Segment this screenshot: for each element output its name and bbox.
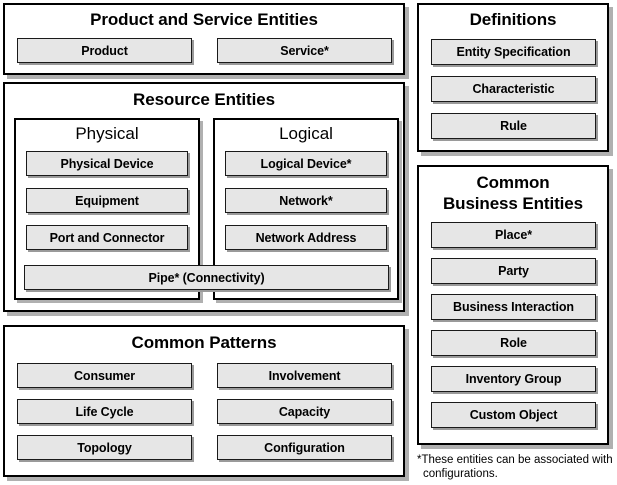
entity-configuration[interactable]: Configuration: [217, 435, 392, 460]
entity-rule[interactable]: Rule: [431, 113, 596, 139]
entity-port-and-connector[interactable]: Port and Connector: [26, 225, 188, 250]
entity-entity-specification[interactable]: Entity Specification: [431, 39, 596, 65]
entity-service[interactable]: Service*: [217, 38, 392, 63]
subpanel-title-logical: Logical: [279, 124, 333, 143]
panel-common-business-entities: Common Business Entities Place* Party Bu…: [417, 165, 609, 445]
entity-topology[interactable]: Topology: [17, 435, 192, 460]
panel-title-product-and-service: Product and Service Entities: [90, 10, 318, 29]
entity-inventory-group[interactable]: Inventory Group: [431, 366, 596, 392]
entity-network-address[interactable]: Network Address: [225, 225, 387, 250]
entity-role[interactable]: Role: [431, 330, 596, 356]
entity-capacity[interactable]: Capacity: [217, 399, 392, 424]
entity-involvement[interactable]: Involvement: [217, 363, 392, 388]
panel-title-resource-entities: Resource Entities: [133, 90, 275, 109]
panel-common-patterns: Common Patterns Consumer Life Cycle Topo…: [3, 325, 405, 477]
entity-custom-object[interactable]: Custom Object: [431, 402, 596, 428]
entity-life-cycle[interactable]: Life Cycle: [17, 399, 192, 424]
panel-title-common-patterns: Common Patterns: [131, 333, 277, 352]
entity-logical-device[interactable]: Logical Device*: [225, 151, 387, 176]
panel-product-and-service-entities: Product and Service Entities Product Ser…: [3, 3, 405, 75]
subpanel-title-physical: Physical: [75, 124, 139, 143]
panel-title-common-business-entities-line1: Common: [476, 173, 550, 192]
panel-title-common-business-entities-line2: Business Entities: [442, 194, 583, 213]
entity-business-interaction[interactable]: Business Interaction: [431, 294, 596, 320]
entity-physical-device[interactable]: Physical Device: [26, 151, 188, 176]
entity-place[interactable]: Place*: [431, 222, 596, 248]
panel-title-definitions: Definitions: [469, 10, 557, 29]
entity-product[interactable]: Product: [17, 38, 192, 63]
panel-resource-entities: Resource Entities Physical Physical Devi…: [3, 82, 405, 312]
panel-definitions: Definitions Entity Specification Charact…: [417, 3, 609, 152]
footnote-asterisk-note: *These entities can be associated with c…: [417, 454, 613, 480]
entity-pipe-connectivity[interactable]: Pipe* (Connectivity): [24, 265, 389, 290]
entity-consumer[interactable]: Consumer: [17, 363, 192, 388]
entity-equipment[interactable]: Equipment: [26, 188, 188, 213]
entity-party[interactable]: Party: [431, 258, 596, 284]
entity-characteristic[interactable]: Characteristic: [431, 76, 596, 102]
entity-network[interactable]: Network*: [225, 188, 387, 213]
subpanel-physical: Physical Physical Device Equipment Port …: [14, 118, 200, 300]
